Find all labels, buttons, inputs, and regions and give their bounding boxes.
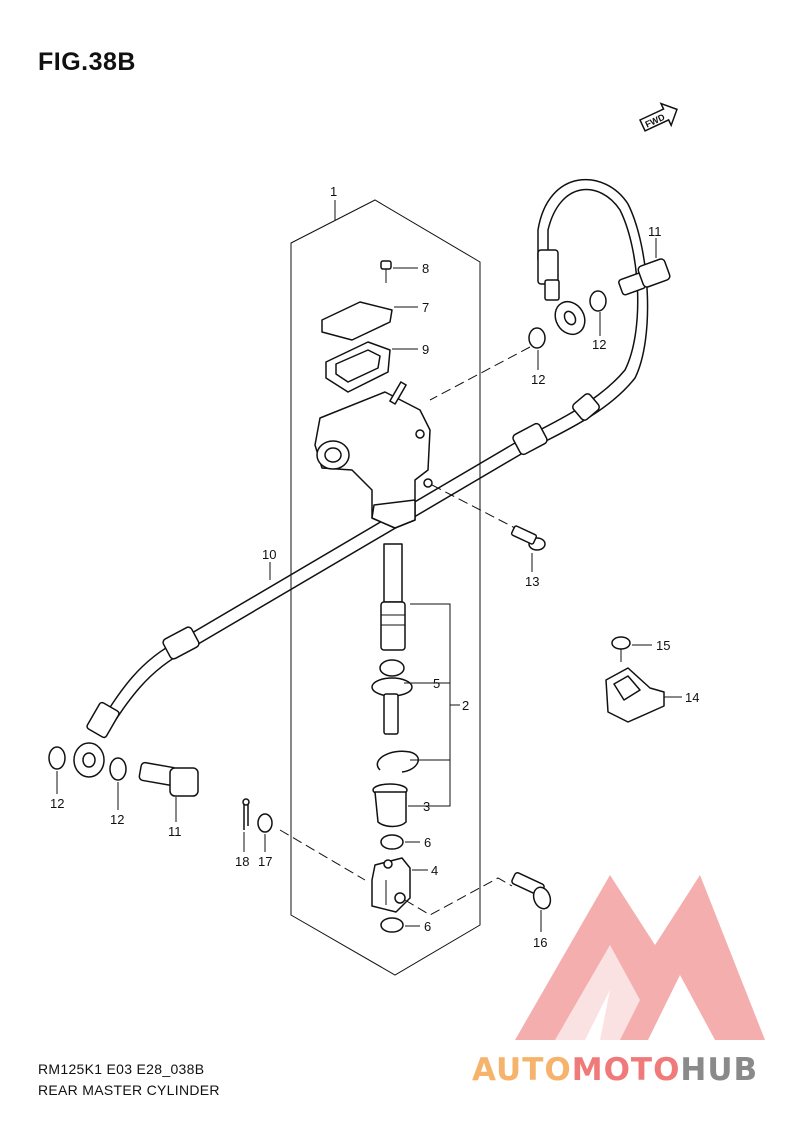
union-bolt-part-11-lower bbox=[138, 761, 199, 797]
clevis-part-4 bbox=[371, 857, 411, 913]
callout-2: 2 bbox=[462, 698, 469, 713]
reservoir-cap-part-7 bbox=[321, 301, 393, 341]
washer-part-17 bbox=[257, 813, 273, 833]
circlip bbox=[376, 750, 420, 773]
assembly-outline-part-1 bbox=[290, 199, 481, 976]
bracket-part-2 bbox=[404, 603, 451, 807]
callout-5: 5 bbox=[433, 676, 440, 691]
callout-12-b: 12 bbox=[531, 372, 545, 387]
brake-hose-part-10 bbox=[73, 178, 649, 778]
clamp-screw-part-15 bbox=[611, 636, 631, 662]
callout-10: 10 bbox=[262, 547, 276, 562]
callout-14: 14 bbox=[685, 690, 699, 705]
callout-12-d: 12 bbox=[110, 812, 124, 827]
master-cylinder-body bbox=[314, 381, 433, 529]
cotter-pin-part-18 bbox=[242, 798, 250, 830]
callout-7: 7 bbox=[422, 300, 429, 315]
callout-6-b: 6 bbox=[424, 919, 431, 934]
callout-labels: 1 8 7 9 11 12 12 13 10 5 2 15 14 3 6 4 6… bbox=[50, 184, 699, 950]
watermark-part-auto: AUTO bbox=[472, 1052, 572, 1088]
fwd-arrow-icon: FWD bbox=[639, 102, 678, 132]
figure-title: FIG.38B bbox=[38, 48, 136, 76]
washer-part-12-a bbox=[589, 290, 607, 312]
washer-part-12-d bbox=[109, 757, 127, 781]
watermark-triangle-inner-icon bbox=[555, 945, 640, 1040]
dashline-hose-to-body bbox=[429, 346, 531, 401]
callout-18: 18 bbox=[235, 854, 249, 869]
callout-11-upper: 11 bbox=[648, 224, 662, 239]
pushrod-part-5 bbox=[371, 659, 413, 735]
watermark-triangle-icon bbox=[515, 875, 765, 1040]
watermark-logo bbox=[515, 875, 765, 1040]
section-name: REAR MASTER CYLINDER bbox=[38, 1082, 220, 1098]
watermark-part-hub: HUB bbox=[680, 1052, 758, 1088]
clevis-pin-part-16 bbox=[511, 872, 552, 910]
callout-9: 9 bbox=[422, 342, 429, 357]
washer-part-12-b bbox=[528, 327, 546, 349]
callout-4: 4 bbox=[431, 863, 438, 878]
mounting-screw-part-13 bbox=[510, 525, 546, 551]
watermark-part-moto: MOTO bbox=[572, 1052, 681, 1088]
model-code: RM125K1 E03 E28_038B bbox=[38, 1061, 205, 1077]
dashline-clip bbox=[279, 829, 366, 881]
union-bolt-part-11-upper bbox=[618, 258, 671, 296]
hose-clamp-part-14 bbox=[605, 667, 665, 723]
diaphragm-part-9 bbox=[325, 341, 391, 393]
piston-spring bbox=[383, 543, 403, 603]
nut-part-6-a bbox=[380, 834, 404, 850]
piston bbox=[380, 601, 406, 651]
callout-13: 13 bbox=[525, 574, 539, 589]
callout-3: 3 bbox=[423, 799, 430, 814]
callout-12-c: 12 bbox=[50, 796, 64, 811]
washer-part-12-c bbox=[48, 746, 66, 770]
callout-8: 8 bbox=[422, 261, 429, 276]
dashline-pin bbox=[404, 877, 513, 916]
nut-part-6-b bbox=[380, 917, 404, 933]
callout-17: 17 bbox=[258, 854, 272, 869]
watermark-text: AUTOMOTOHUB bbox=[472, 1052, 758, 1088]
dashline-13 bbox=[431, 484, 516, 529]
callout-16: 16 bbox=[533, 935, 547, 950]
callout-6-a: 6 bbox=[424, 835, 431, 850]
callout-11-lower: 11 bbox=[168, 824, 182, 839]
callout-15: 15 bbox=[656, 638, 670, 653]
cap-screw-part-8 bbox=[380, 260, 392, 283]
boot-part-3 bbox=[372, 783, 408, 828]
callout-1: 1 bbox=[330, 184, 337, 199]
callout-12-a: 12 bbox=[592, 337, 606, 352]
